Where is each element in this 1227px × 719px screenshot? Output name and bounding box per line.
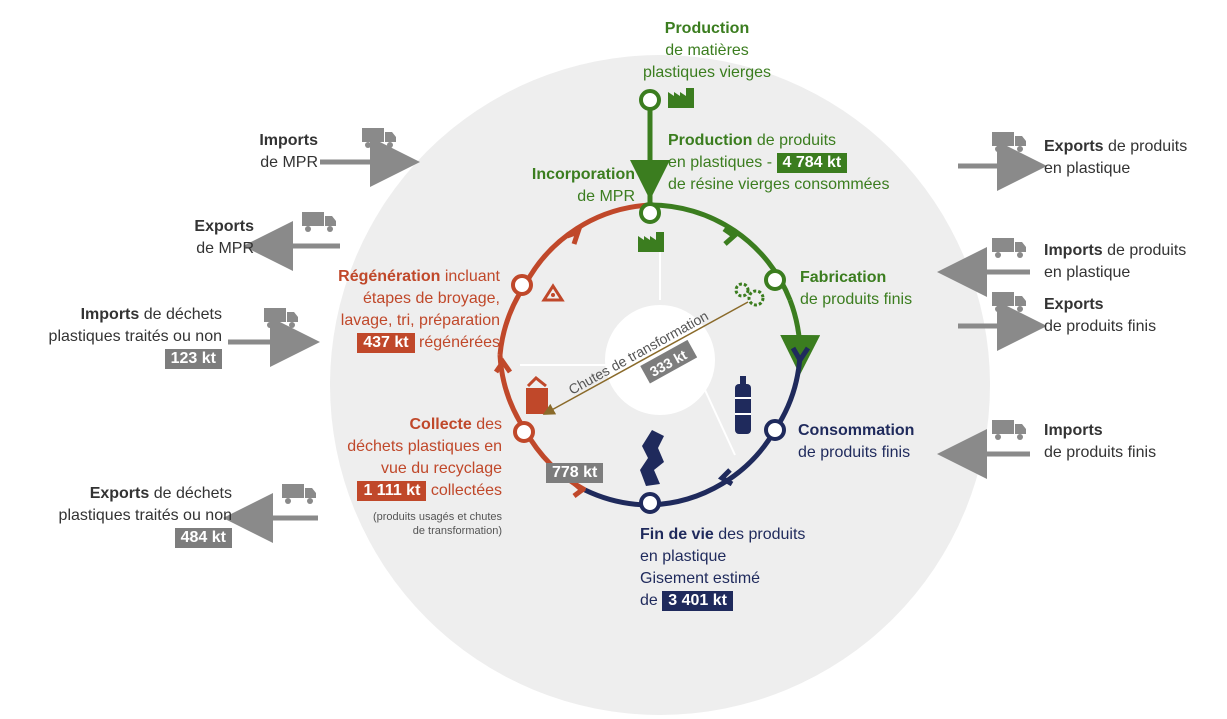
truck-icon [992,292,1026,312]
truck-icon [992,238,1026,258]
regeneration-label: Régénération incluant étapes de broyage,… [338,268,500,353]
node-incorporation [639,202,661,224]
node-fin-de-vie [639,492,661,514]
collecte-note: (produits usagés et chutes de transforma… [372,511,502,537]
production-value-badge: 4 784 kt [776,153,848,173]
truck-icon [992,132,1026,152]
incorporation-label: Incorporation de MPR [531,166,635,205]
chutes-arrow [542,301,749,415]
truck-icon [302,212,336,232]
production-products-label: Production de produits en plastiques - 4… [668,132,890,193]
truck-icon [362,128,396,148]
regeneration-value-badge: 437 kt [357,333,415,353]
factory-icon [668,88,694,108]
imports-dechets-label: Imports de déchets plastiques traités ou… [48,306,222,369]
factory-icon [638,232,664,252]
fin-de-vie-label: Fin de vie des produits en plastique Gis… [640,526,806,611]
crushed-bottle-icon [640,430,664,486]
fabrication-label: Fabrication de produits finis [800,269,913,308]
imports-produits-plastique-label: Imports de produits en plastique [1044,242,1187,281]
imports-produits-finis-label: Imports de produits finis [1044,422,1157,461]
exports-dechets-value-badge: 484 kt [174,528,232,548]
node-regeneration [511,274,533,296]
recycle-icon [541,283,565,302]
node-fabrication [764,269,786,291]
gears-icon [734,282,765,307]
exports-dechets-label: Exports de déchets plastiques traités ou… [58,485,232,548]
collection-bin-icon [526,375,548,414]
bottle-icon [735,376,751,434]
imports-dechets-value-badge: 123 kt [164,349,222,369]
production-top-label: Production de matières plastiques vierge… [642,20,772,81]
node-production [639,89,661,111]
collecte-value-badge: 1 111 kt [357,481,427,501]
truck-icon [992,420,1026,440]
exports-produits-finis-label: Exports de produits finis [1044,296,1157,335]
consommation-label: Consommation de produits finis [798,422,915,461]
collect-transfer-badge: 778 kt [546,462,604,484]
node-collecte [513,421,535,443]
gisement-value-badge: 3 401 kt [662,591,733,611]
collecte-label: Collecte des déchets plastiques en vue d… [347,416,502,501]
node-consommation [764,419,786,441]
arc-fin-de-vie [649,428,778,508]
exports-produits-plastique-label: Exports de produits en plastique [1044,138,1188,177]
truck-icon [264,308,298,328]
